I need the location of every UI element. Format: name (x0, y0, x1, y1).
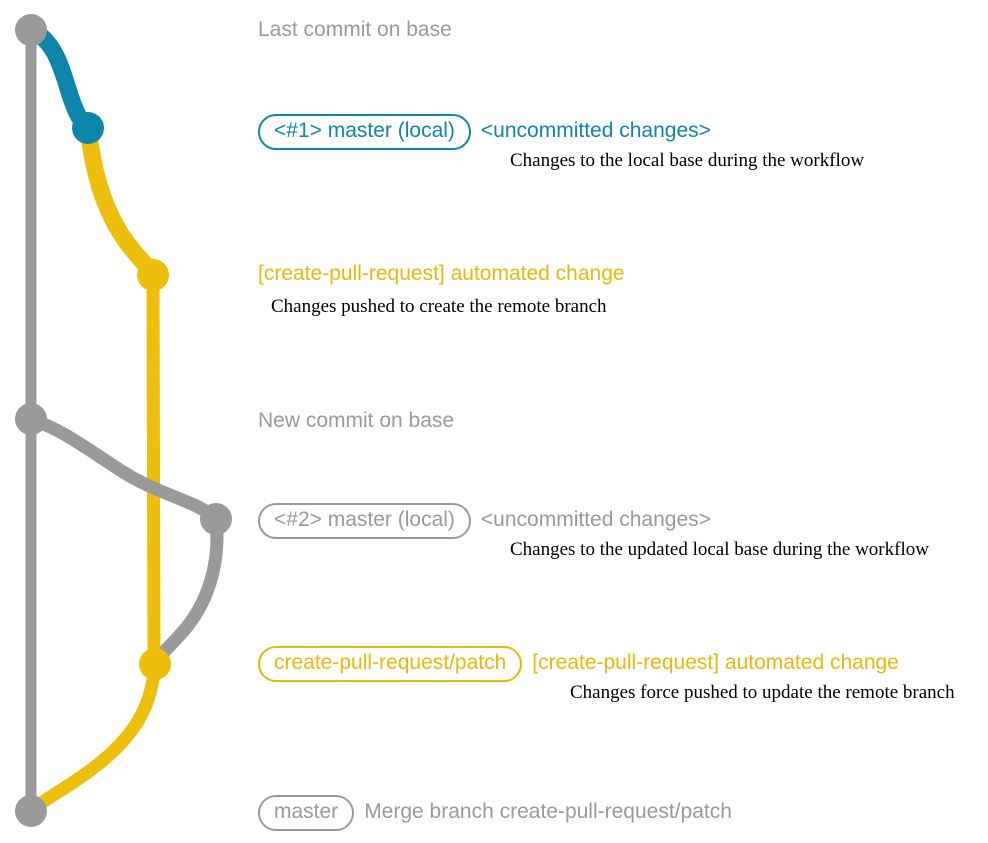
branch-tag-master-local-1[interactable]: <#1> master (local) (258, 114, 471, 151)
commit-node-local-2[interactable] (200, 503, 232, 535)
commit-message-automated-1: [create-pull-request] automated change (258, 262, 625, 285)
commit-node-base-1[interactable] (15, 14, 47, 46)
row-merge: master Merge branch create-pull-request/… (258, 795, 732, 832)
subtitle-automated-2: Changes force pushed to update the remot… (570, 682, 955, 703)
row-automated-change-2: create-pull-request/patch [create-pull-r… (258, 646, 899, 683)
edge-local1-to-patch1 (79, 119, 162, 284)
commit-node-patch-2[interactable] (139, 648, 171, 680)
commit-node-merge[interactable] (15, 795, 47, 827)
git-branch-graph (15, 14, 232, 827)
commit-node-local-1[interactable] (72, 112, 104, 144)
edge-patch-trunk (146, 268, 161, 671)
row-automated-change-1: [create-pull-request] automated change (258, 262, 625, 285)
branch-tag-create-pull-request-patch[interactable]: create-pull-request/patch (258, 646, 523, 683)
row-local-1: <#1> master (local) <uncommitted changes… (258, 114, 711, 151)
branch-tag-master[interactable]: master (258, 795, 355, 832)
commit-message-local-1: <uncommitted changes> (480, 119, 711, 142)
subtitle-local-1: Changes to the local base during the wor… (510, 150, 865, 171)
row-local-2: <#2> master (local) <uncommitted changes… (258, 503, 711, 540)
branch-tag-master-local-2[interactable]: <#2> master (local) (258, 503, 471, 540)
commit-node-base-2[interactable] (15, 403, 47, 435)
commit-message-merge: Merge branch create-pull-request/patch (364, 800, 732, 823)
edge-local2-to-patch2 (148, 512, 224, 671)
commit-message-local-2: <uncommitted changes> (480, 508, 711, 531)
label-new-commit-on-base: New commit on base (258, 409, 455, 432)
edge-base-to-local2 (24, 412, 223, 526)
subtitle-automated-1: Changes pushed to create the remote bran… (271, 296, 607, 317)
label-last-commit-on-base: Last commit on base (258, 18, 452, 41)
subtitle-local-2: Changes to the updated local base during… (510, 539, 929, 560)
edge-base-to-local1 (22, 21, 97, 137)
commit-message-automated-2: [create-pull-request] automated change (532, 651, 899, 674)
edge-patch2-to-merge (24, 657, 162, 818)
commit-node-patch-1[interactable] (137, 259, 169, 291)
